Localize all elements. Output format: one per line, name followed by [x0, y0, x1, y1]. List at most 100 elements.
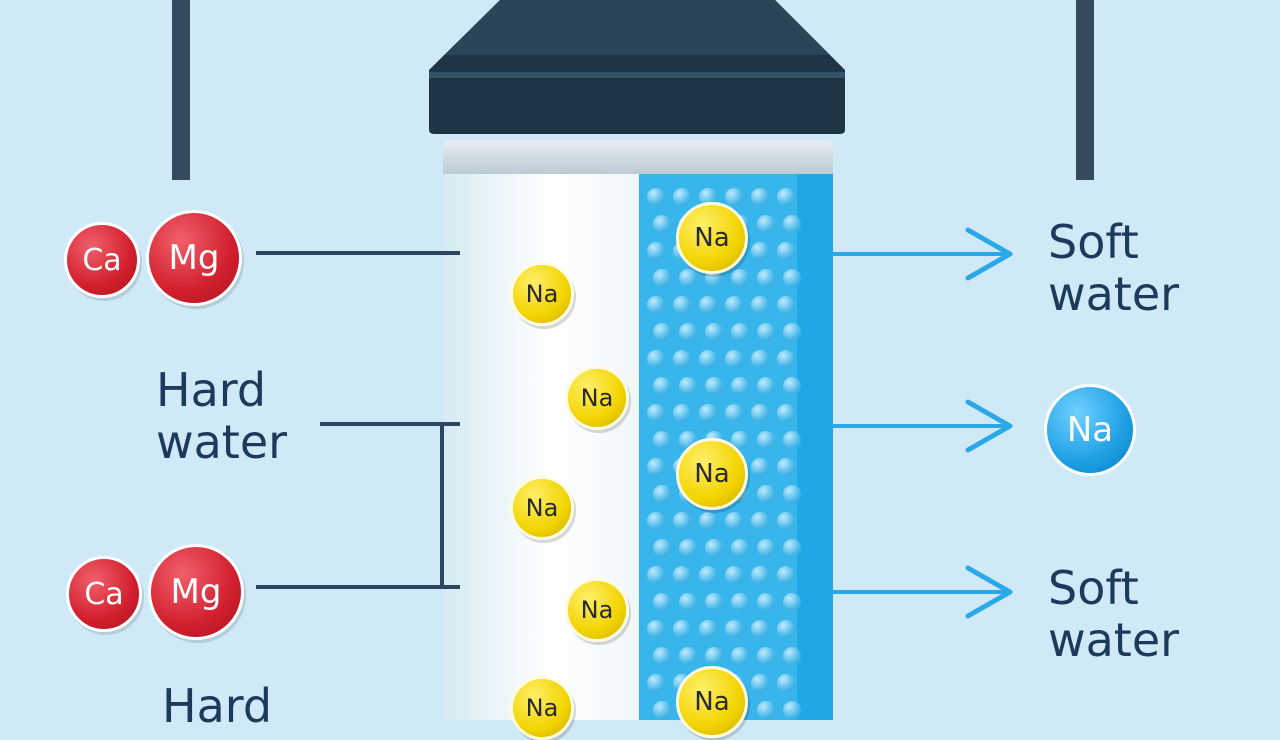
sodium-ion-released: Na	[1044, 384, 1136, 476]
resin-bead	[751, 458, 769, 476]
sodium-ion-resin: Na	[676, 202, 748, 274]
resin-bead	[725, 350, 743, 368]
resin-bead	[647, 674, 665, 692]
resin-bead	[673, 296, 691, 314]
resin-bead	[673, 566, 691, 584]
resin-bead	[647, 296, 665, 314]
sodium-ion: Na	[565, 366, 629, 430]
resin-bead	[777, 566, 795, 584]
resin-bead	[653, 215, 671, 233]
resin-bead	[751, 296, 769, 314]
resin-bead	[751, 512, 769, 530]
softener-tank	[443, 140, 833, 720]
resin-bead	[653, 485, 671, 503]
resin-bead	[647, 404, 665, 422]
resin-bead	[653, 647, 671, 665]
resin-bead	[653, 431, 671, 449]
sodium-ion: Na	[510, 476, 574, 540]
resin-bead	[647, 458, 665, 476]
hard-water-label: Hard water	[156, 363, 288, 469]
hard-water-line	[320, 422, 460, 426]
resin-bead	[731, 377, 749, 395]
resin-bead	[725, 188, 743, 206]
resin-bead	[777, 242, 795, 260]
resin-bead	[751, 188, 769, 206]
resin-bead	[705, 323, 723, 341]
resin-bead	[673, 188, 691, 206]
resin-bead	[653, 539, 671, 557]
resin-bead	[673, 350, 691, 368]
resin-bead	[777, 674, 795, 692]
resin-bead	[751, 242, 769, 260]
inlet-line-bottom	[256, 585, 460, 589]
soft-water-label-bottom: Soft water	[1048, 561, 1180, 667]
resin-bead	[783, 431, 801, 449]
calcium-ion-top: Ca	[64, 222, 140, 298]
resin-bead	[731, 323, 749, 341]
sodium-ion: Na	[510, 262, 574, 326]
resin-bead	[653, 269, 671, 287]
hard-water-label-bottom: Hard	[162, 679, 273, 733]
resin-bead	[653, 323, 671, 341]
resin-bead	[783, 377, 801, 395]
resin-bead	[699, 296, 717, 314]
resin-bead	[731, 593, 749, 611]
sodium-ion: Na	[565, 578, 629, 642]
resin-bead	[647, 512, 665, 530]
resin-bead	[757, 539, 775, 557]
resin-bead	[673, 512, 691, 530]
resin-bead	[757, 377, 775, 395]
resin-bead	[757, 647, 775, 665]
tank-collar	[443, 140, 833, 176]
resin-bead	[647, 242, 665, 260]
resin-bead	[699, 620, 717, 638]
resin-bead	[725, 404, 743, 422]
resin-bead	[647, 566, 665, 584]
resin-bead	[647, 350, 665, 368]
resin-bead	[653, 593, 671, 611]
resin-bead	[679, 377, 697, 395]
resin-bead	[699, 350, 717, 368]
magnesium-ion-top: Mg	[146, 210, 242, 306]
resin-bead	[757, 215, 775, 233]
resin-bead	[731, 431, 749, 449]
resin-bead	[731, 269, 749, 287]
resin-bead	[783, 323, 801, 341]
resin-bead	[757, 431, 775, 449]
resin-bead	[783, 701, 801, 719]
resin-bead	[699, 566, 717, 584]
resin-bead	[777, 620, 795, 638]
resin-bead	[783, 593, 801, 611]
resin-bead	[673, 620, 691, 638]
resin-bead	[777, 512, 795, 530]
resin-bead	[777, 350, 795, 368]
resin-bead	[699, 188, 717, 206]
resin-bead	[777, 296, 795, 314]
magnesium-ion-bottom: Mg	[148, 544, 244, 640]
resin-bead	[757, 701, 775, 719]
resin-bead	[725, 296, 743, 314]
inlet-line-top	[256, 251, 460, 255]
calcium-ion-bottom: Ca	[66, 556, 142, 632]
resin-bead	[705, 377, 723, 395]
resin-bead	[783, 215, 801, 233]
resin-bead	[751, 620, 769, 638]
resin-bead	[731, 647, 749, 665]
resin-bead	[679, 323, 697, 341]
resin-bead	[751, 674, 769, 692]
resin-bead	[783, 269, 801, 287]
resin-bead	[757, 323, 775, 341]
resin-bead	[679, 647, 697, 665]
resin-bead	[757, 485, 775, 503]
soft-water-label-top: Soft water	[1048, 215, 1180, 321]
sodium-ion: Na	[510, 676, 574, 740]
resin-bead	[757, 269, 775, 287]
resin-bead	[673, 404, 691, 422]
resin-bead	[757, 593, 775, 611]
resin-bead	[783, 485, 801, 503]
resin-bead	[751, 404, 769, 422]
bracket-vertical	[440, 422, 444, 589]
output-arrow-bottom	[832, 565, 1013, 619]
resin-bead	[699, 512, 717, 530]
resin-bead	[679, 593, 697, 611]
